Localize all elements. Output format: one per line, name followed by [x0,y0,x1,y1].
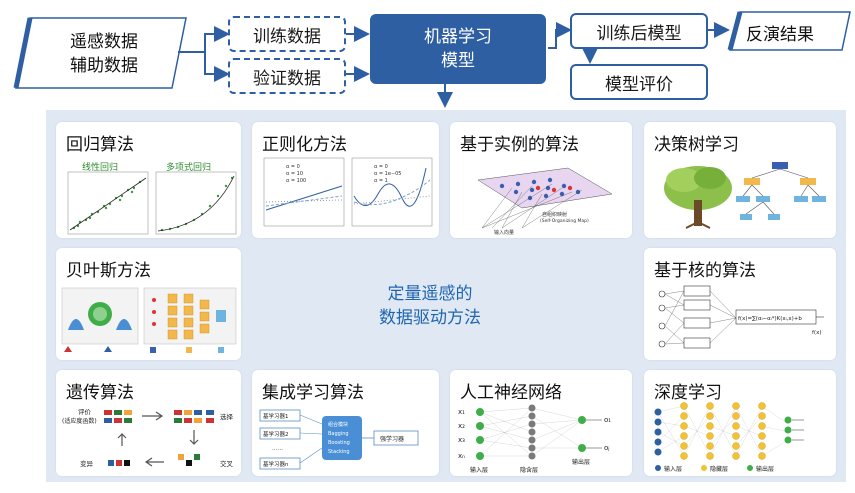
auxiliary-data-text: 辅助数据 [70,56,138,76]
svg-text:隐含层: 隐含层 [520,466,538,474]
bayes-graphic [61,287,237,353]
svg-text:自组织映射: 自组织映射 [542,211,567,218]
ann-graphic: x₁ x₂ x₃ xₙ o₁ oⱼ 输入层 隐含层 输出层 [458,404,611,474]
svg-text:交叉: 交叉 [220,459,234,468]
trained-model-text: 训练后模型 [596,23,682,44]
svg-text:f(x): f(x) [812,330,821,336]
svg-text:基学习器2: 基学习器2 [263,430,289,438]
validation-data-text: 验证数据 [253,68,321,89]
ensemble-title: 集成学习算法 [262,383,364,403]
svg-text:强学习器: 强学习器 [380,435,404,443]
card-deep-learning: 深度学习 输入层 隐藏层 输出层 [644,370,836,476]
card-ann: 人工神经网络 x₁ x₂ x₃ xₙ o₁ oⱼ 输入层 隐含层 输出层 [450,370,632,476]
card-genetic: 遗传算法 评价 (适应度函数) 选择 变异 交叉 [56,370,241,476]
training-data-box: 训练数据 [228,16,346,52]
kernel-graphic: f(x)=∑(αᵢ−αᵢ*)K(xᵢ,x)+b f(x) [658,285,824,349]
linear-regression-label: 线性回归 [82,163,119,173]
svg-text:oⱼ: oⱼ [604,444,610,452]
svg-text:α = 1e−05: α = 1e−05 [374,171,401,177]
svg-text:(适应度函数): (适应度函数) [62,417,97,425]
regression-plots [67,171,237,235]
som-graphic: 自组织映射 (Self-Organizing Map) 输入向量 [477,167,613,236]
input-data-label: 遥感数据 辅助数据 [44,30,164,78]
svg-text:输入层: 输入层 [470,466,488,474]
svg-text:α = 10: α = 10 [286,171,303,177]
card-instance-based: 基于实例的算法 自组织映射 (Self-Organizing Map) 输入向量 [450,122,632,238]
model-evaluation-text: 模型评价 [605,74,673,95]
regularization-title: 正则化方法 [262,135,347,155]
card-ensemble: 集成学习算法 基学习器1 基学习器2 …… 基学习器n 组合模块 Bagging… [252,370,439,476]
ml-model-text-2: 模型 [441,51,475,71]
svg-text:x₁: x₁ [458,408,465,416]
svg-text:Bagging: Bagging [328,431,349,437]
ensemble-graphic: 基学习器1 基学习器2 …… 基学习器n 组合模块 Bagging Boosti… [259,409,419,470]
flow-arrows [13,11,851,108]
svg-text:α = 0: α = 0 [286,164,300,170]
svg-text:选择: 选择 [220,412,234,421]
center-label: 定量遥感的 数据驱动方法 [330,282,530,330]
trained-model-box: 训练后模型 [570,13,708,49]
result-label: 反演结果 [746,25,814,45]
svg-text:x₂: x₂ [458,422,465,430]
svg-text:隐藏层: 隐藏层 [710,465,728,473]
bayes-title: 贝叶斯方法 [66,261,151,281]
card-regression: 回归算法 线性回归 多项式回归 [56,122,241,238]
remote-sensing-data-text: 遥感数据 [70,32,138,52]
svg-text:基学习器n: 基学习器n [263,460,289,468]
deep-learning-title: 深度学习 [654,383,722,403]
svg-text:o₁: o₁ [604,416,611,424]
ann-title: 人工神经网络 [460,383,562,403]
regularization-plots: α = 0 α = 10 α = 100 α = 0 α = 1e−05 α =… [263,157,433,227]
svg-text:Stacking: Stacking [328,449,350,455]
poly-regression-label: 多项式回归 [166,163,212,173]
svg-text:输入向量: 输入向量 [494,229,514,236]
genetic-graphic: 评价 (适应度函数) 选择 变异 交叉 [62,408,234,468]
card-bayes: 贝叶斯方法 [56,248,241,360]
svg-text:变异: 变异 [80,459,94,468]
svg-text:Boosting: Boosting [328,440,350,446]
card-regularization: 正则化方法 α = 0 α = 10 α = 100 α = 0 α = 1e−… [252,122,439,238]
svg-text:α = 0: α = 0 [374,164,388,170]
validation-data-box: 验证数据 [228,58,346,94]
svg-text:α = 100: α = 100 [286,178,306,184]
genetic-title: 遗传算法 [66,383,134,403]
svg-text:输出层: 输出层 [572,458,590,466]
card-kernel: 基于核的算法 f(x)=∑(αᵢ−αᵢ*)K(xᵢ,x)+b f(x) [644,248,836,360]
svg-text:α = 1: α = 1 [374,178,388,184]
card-decision-tree: 决策树学习 [644,122,836,238]
svg-text:输入层: 输入层 [664,465,682,473]
svg-text:……: …… [272,446,283,452]
model-evaluation-box: 模型评价 [570,64,708,100]
svg-text:基学习器1: 基学习器1 [263,412,289,420]
instance-title: 基于实例的算法 [460,135,579,155]
svg-text:f(x)=∑(αᵢ−αᵢ*)K(xᵢ,x)+b: f(x)=∑(αᵢ−αᵢ*)K(xᵢ,x)+b [738,316,802,322]
svg-text:(Self-Organizing Map): (Self-Organizing Map) [540,218,589,224]
regression-title: 回归算法 [66,135,134,155]
kernel-title: 基于核的算法 [654,261,756,281]
svg-text:xₙ: xₙ [458,452,465,460]
svg-text:评价: 评价 [78,408,92,416]
svg-text:x₃: x₃ [458,436,465,444]
center-label-line2: 数据驱动方法 [379,308,481,328]
tree-graphic [664,162,826,229]
ml-model-box: 机器学习 模型 [370,14,546,84]
decision-tree-title: 决策树学习 [654,135,739,155]
training-data-text: 训练数据 [253,26,321,47]
center-label-line1: 定量遥感的 [387,284,473,304]
deep-graphic: 输入层 隐藏层 输出层 [654,402,804,473]
ml-model-text-1: 机器学习 [424,27,492,47]
svg-text:输出层: 输出层 [756,465,774,473]
svg-text:组合模块: 组合模块 [328,421,348,428]
